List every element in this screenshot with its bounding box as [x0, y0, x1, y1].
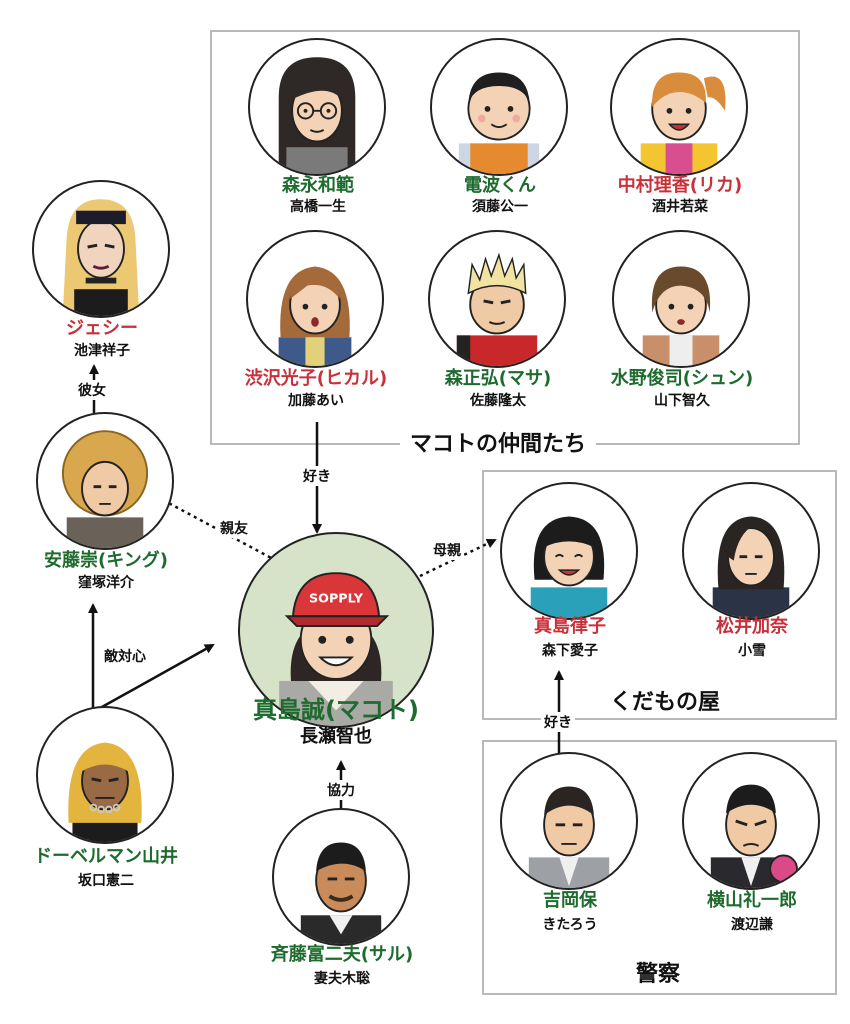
character-name: ジェシー — [66, 318, 138, 339]
character-name: 電波くん — [464, 175, 536, 196]
avatar-shun — [612, 230, 750, 368]
avatar-kana — [682, 482, 820, 620]
character-saru: 斉藤富二夫(サル) 妻夫木聡 — [262, 808, 422, 987]
actor-name: 妻夫木聡 — [314, 971, 370, 987]
avatar-ritsuko — [500, 482, 638, 620]
character-name: 横山礼一郎 — [707, 890, 797, 911]
character-name: 渋沢光子(ヒカル) — [244, 368, 388, 389]
actor-name: 須藤公一 — [472, 199, 528, 215]
avatar-morinaga — [248, 38, 386, 176]
avatar-king — [36, 412, 174, 550]
relation-label-mother: 母親 — [430, 540, 464, 560]
actor-name: きたろう — [542, 917, 598, 933]
avatar-jessie — [32, 180, 170, 318]
character-jessie: ジェシー 池津祥子 — [22, 180, 182, 359]
fruit-shop-group-title: くだもの屋 — [600, 684, 731, 716]
character-hikaru: 渋沢光子(ヒカル) 加藤あい — [236, 230, 396, 409]
avatar-makoto: SOPPLY — [238, 532, 434, 728]
character-name: 森正弘(マサ) — [444, 368, 552, 389]
police-group-title: 警察 — [626, 956, 691, 988]
character-name: 水野俊司(シュン) — [610, 368, 754, 389]
character-name: 吉岡保 — [543, 890, 597, 911]
relation-label-likes-hikaru: 好き — [300, 466, 334, 486]
avatar-yoshioka — [500, 752, 638, 890]
character-name: 真島誠(マコト) — [253, 696, 419, 724]
actor-name: 長瀬智也 — [300, 726, 372, 747]
avatar-denpa — [430, 38, 568, 176]
relation-label-rivalry: 敵対心 — [101, 646, 149, 666]
avatar-yokoyama — [682, 752, 820, 890]
character-yokoyama: 横山礼一郎 渡辺謙 — [672, 752, 832, 933]
character-masa: 森正弘(マサ) 佐藤隆太 — [418, 230, 578, 409]
character-kana: 松井加奈 小雪 — [672, 482, 832, 659]
character-name: ドーベルマン山井 — [34, 846, 178, 867]
avatar-hikaru — [246, 230, 384, 368]
actor-name: 窪塚洋介 — [78, 575, 134, 591]
character-name: 斉藤富二夫(サル) — [270, 944, 414, 965]
actor-name: 高橋一生 — [290, 199, 346, 215]
character-ritsuko: 真島律子 森下愛子 — [490, 482, 650, 659]
line-doberman-makoto — [92, 643, 215, 714]
character-name: 安藤崇(キング) — [44, 550, 168, 571]
character-shun: 水野俊司(シュン) 山下智久 — [602, 230, 762, 409]
cap-logo-text: SOPPLY — [309, 592, 364, 607]
character-name: 森永和範 — [282, 175, 354, 196]
character-name: 松井加奈 — [716, 616, 788, 637]
actor-name: 加藤あい — [288, 393, 344, 409]
character-makoto: SOPPLY 真島誠(マコト) 長瀬智也 — [238, 532, 434, 752]
character-king: 安藤崇(キング) 窪塚洋介 — [26, 412, 186, 591]
avatar-rika — [610, 38, 748, 176]
avatar-masa — [428, 230, 566, 368]
character-yoshioka: 吉岡保 きたろう — [490, 752, 650, 933]
actor-name: 酒井若菜 — [652, 199, 708, 215]
actor-name: 池津祥子 — [74, 343, 130, 359]
avatar-doberman — [36, 706, 174, 844]
character-name: 中村理香(リカ) — [617, 175, 743, 196]
character-rika: 中村理香(リカ) 酒井若菜 — [600, 38, 760, 215]
actor-name: 森下愛子 — [542, 643, 598, 659]
actor-name: 坂口憲二 — [78, 873, 134, 889]
actor-name: 山下智久 — [654, 393, 710, 409]
character-denpa: 電波くん 須藤公一 — [420, 38, 580, 215]
actor-name: 渡辺謙 — [731, 917, 773, 933]
relation-label-best-friend: 親友 — [217, 518, 251, 538]
relation-label-cooperation: 協力 — [324, 780, 358, 800]
character-name: 真島律子 — [534, 616, 606, 637]
character-doberman: ドーベルマン山井 坂口憲二 — [26, 706, 186, 889]
relation-label-likes-ritsuko: 好き — [541, 712, 575, 732]
relation-label-girlfriend: 彼女 — [75, 380, 109, 400]
actor-name: 佐藤隆太 — [470, 393, 526, 409]
friends-group-title: マコトの仲間たち — [400, 426, 597, 458]
avatar-saru — [272, 808, 410, 946]
actor-name: 小雪 — [738, 643, 766, 659]
character-morinaga: 森永和範 高橋一生 — [238, 38, 398, 215]
